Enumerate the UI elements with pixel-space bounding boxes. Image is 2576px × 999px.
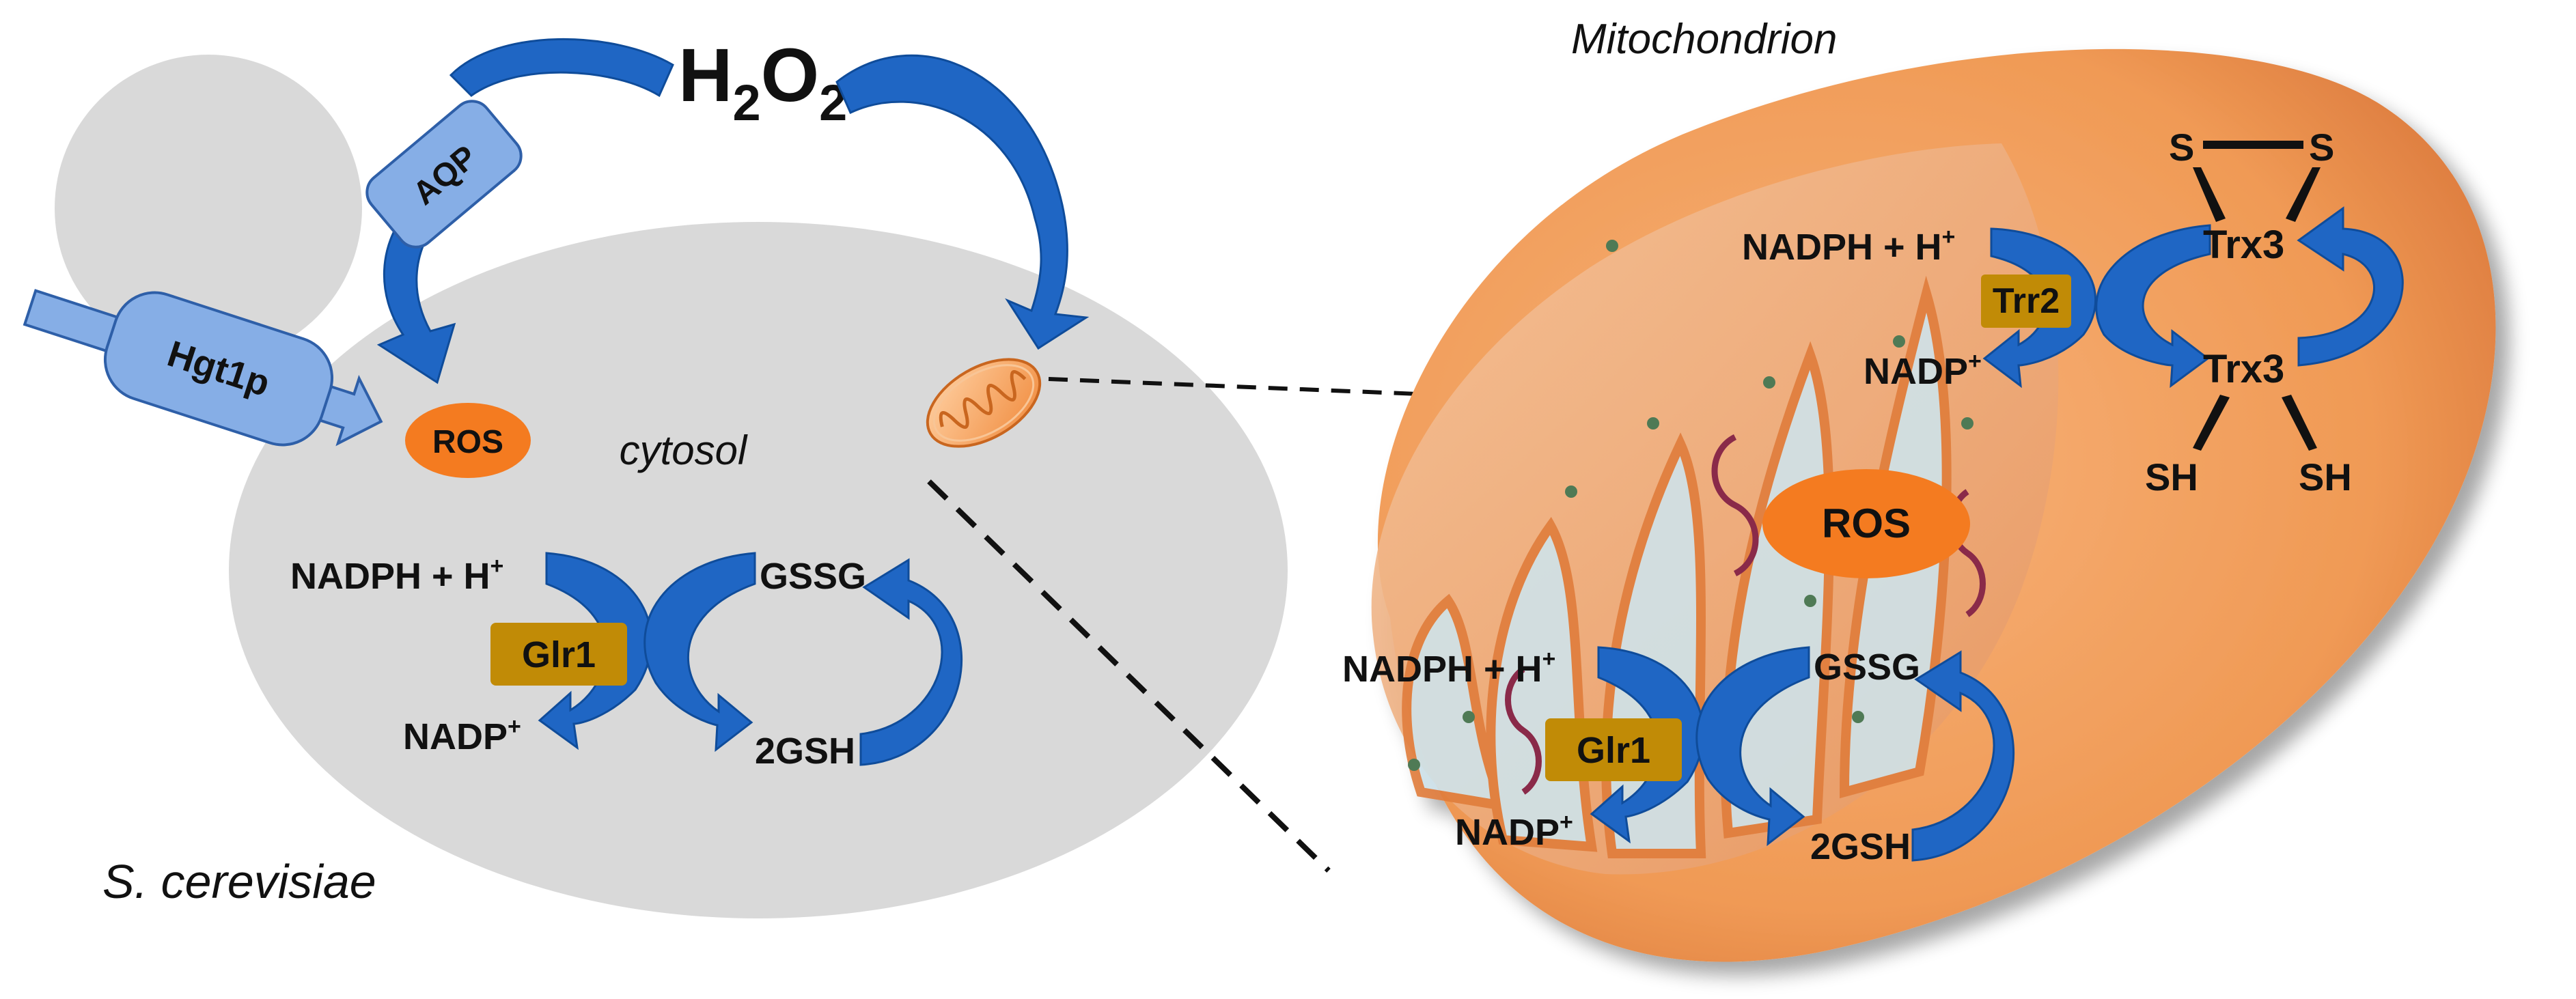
trx3-reduced-label: Trx3 [2203,347,2284,391]
cyt-gsh-label: 2GSH [755,731,855,772]
cyt-gsh-gssg-arrow [859,558,963,766]
mito-glutathione-cycle: NADPH + H+ NADP+ GSSG 2GSH Glr1 [1342,646,2015,867]
s-left-label: S [2169,126,2194,169]
ros-mito [1762,469,1970,578]
cytosol-glutathione-cycle: NADPH + H+ NADP+ GSSG 2GSH Glr1 [290,552,963,772]
trx3-oxidized-label: Trx3 [2203,223,2284,267]
s-right-label: S [2309,126,2334,169]
trr2-enzyme [1981,275,2071,328]
mito-nadp-label: NADP+ [1455,809,1573,853]
sh-right-label: SH [2299,455,2352,498]
mito-glr1-label: Glr1 [1577,730,1650,771]
mito-gsh-gssg-arrow [1911,650,2015,862]
trx3-ox-wedge-left [2193,167,2226,222]
ros-mito-label: ROS [1822,501,1911,546]
bud-cell [55,55,362,362]
trx3-red-wedge-right [2282,395,2317,451]
zoom-line-bottom [927,479,1331,873]
cytosol-label: cytosol [620,427,748,473]
aqp-channel: AQP [365,100,523,249]
hgt1p-transporter: Hgt1p [23,289,383,447]
cyt-nadph-label: NADPH + H+ [290,553,503,597]
cyt-gssg-label: GSSG [760,556,866,597]
sh-left-label: SH [2145,455,2198,498]
organism-label: S. cerevisiae [102,855,376,908]
cyt-gssg-gsh-arrow [643,552,756,752]
trr2-label: Trr2 [1993,281,2060,321]
ros-cytosol-label: ROS [432,424,503,460]
cyt-glr1-enzyme [490,623,627,686]
cyt-nadp-label: NADP+ [403,714,521,757]
trx-ox-red-arrow [2095,224,2211,389]
mito-thioredoxin-cycle: NADPH + H+ NADP+ Trr2 Trx3 Trx3 S S SH S… [1742,126,2404,498]
mito-gssg-gsh-arrow [1695,646,1810,847]
trx-nadph-label: NADPH + H+ [1742,224,1955,268]
mito-nadph-label: NADPH + H+ [1342,646,1555,690]
h2o2-label: H2O2 [678,33,847,131]
trx-red-ox-arrow [2297,206,2404,367]
zoom-line-top [1048,377,1469,398]
h2o2-to-mito-arrow [835,54,1090,350]
trx3-ox-wedge-right [2286,167,2321,222]
mito-glr1-enzyme [1545,718,1682,781]
mito-gssg-label: GSSG [1814,647,1920,688]
small-mitochondrion-icon [926,358,1042,448]
ros-cytosol [405,403,531,478]
aqp-to-ros-arrow [376,210,456,384]
trx-nadp-label: NADP+ [1864,348,1982,392]
mito-gsh-label: 2GSH [1810,826,1911,867]
trx3-red-wedge-left [2193,395,2230,451]
yeast-cell [55,55,1288,918]
h2o2-to-aqp-arrow [449,38,674,98]
cyt-glr1-label: Glr1 [522,634,596,675]
mitochondrion-label: Mitochondrion [1571,16,1837,63]
